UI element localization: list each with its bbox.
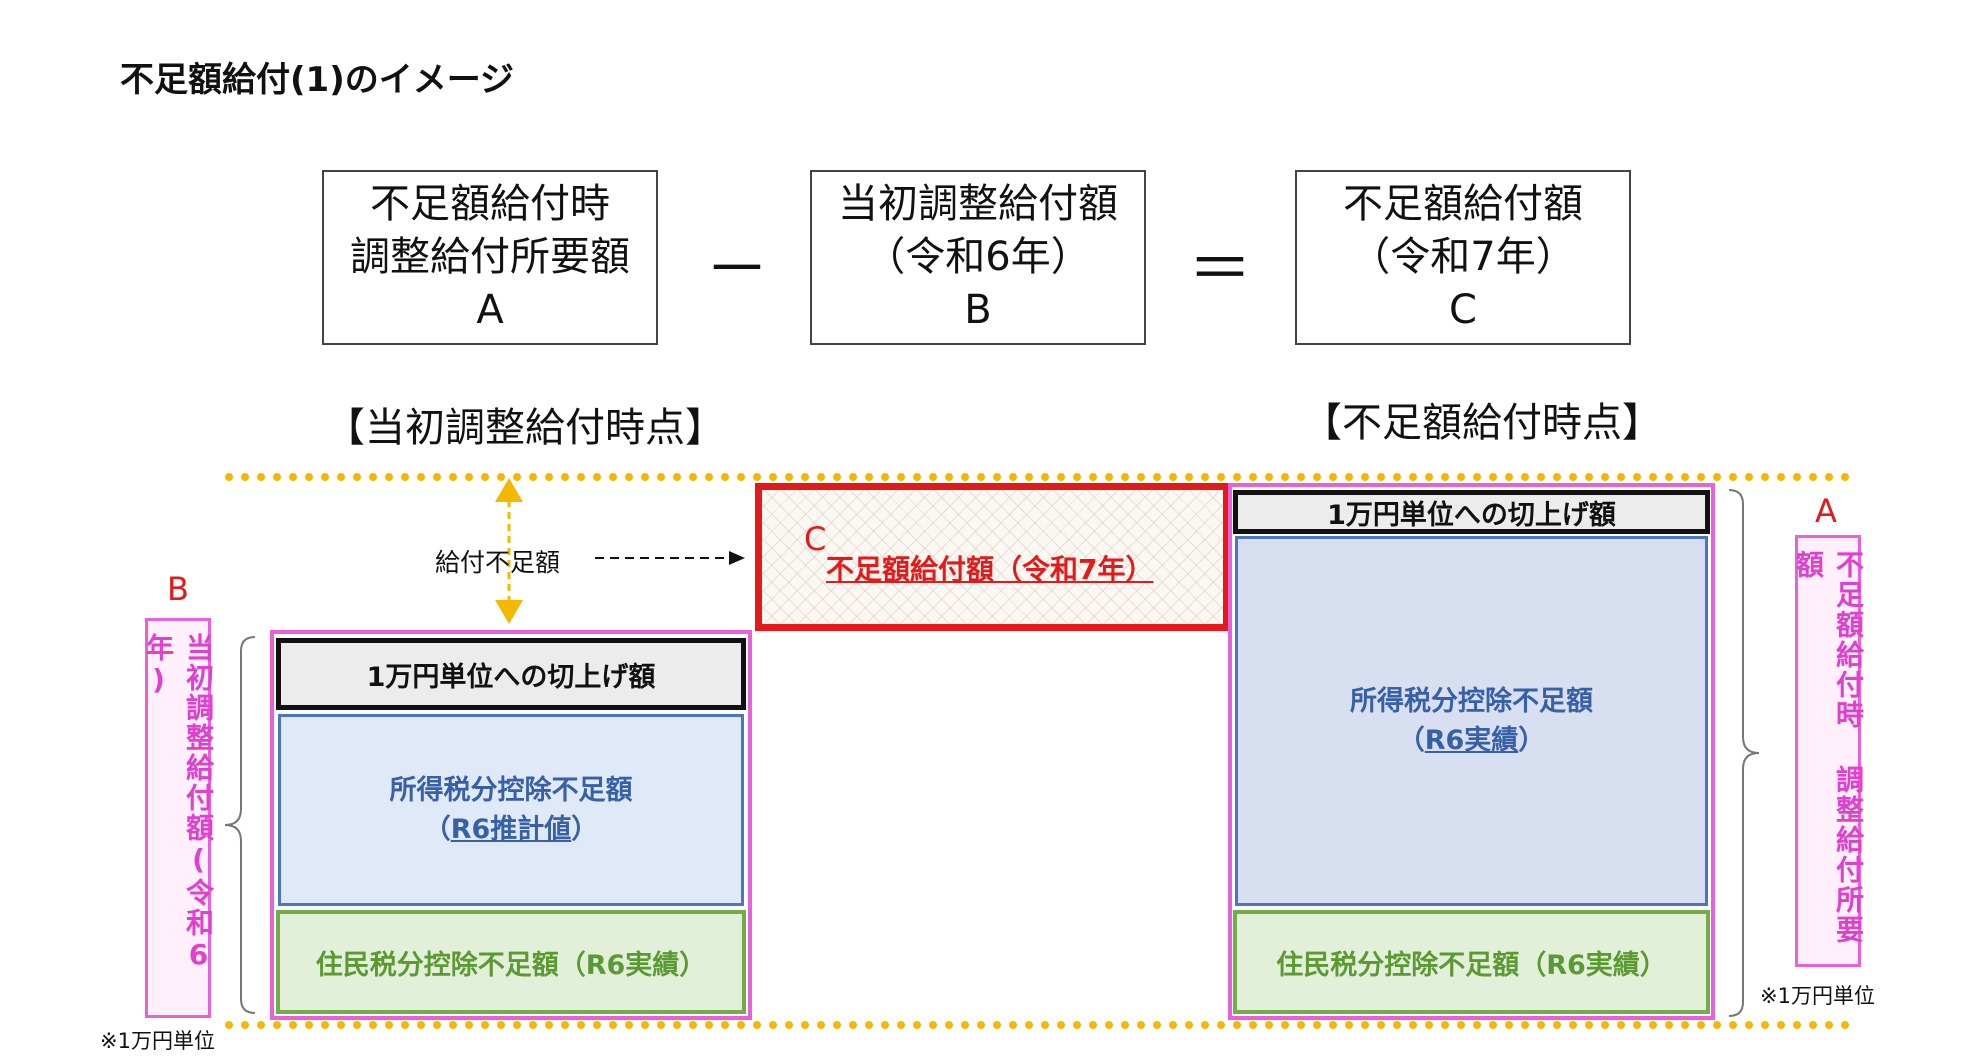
bottom-dotted-line: [225, 1021, 1850, 1029]
left-income-tax-estimate: R6推計値: [450, 814, 572, 845]
right-side-label-text: 不足額給付時 調整給付所要額: [1792, 550, 1865, 945]
formula-box-c: 不足額給付額 （令和7年） C: [1295, 170, 1631, 345]
left-side-label-text: 当初調整給付額(令和6年): [142, 633, 215, 973]
page-title: 不足額給付(1)のイメージ: [120, 60, 515, 100]
left-income-tax-line1: 所得税分控除不足額: [389, 774, 633, 806]
caption-shortage-time: 【不足額給付時点】: [1302, 400, 1662, 446]
equals-sign: ＝: [1188, 233, 1252, 307]
shortage-label: 給付不足額: [435, 548, 561, 577]
right-income-tax-box: 所得税分控除不足額 （R6実績）: [1235, 536, 1708, 906]
top-dotted-line: [225, 473, 1850, 481]
left-income-tax-paren-open: （: [423, 814, 451, 845]
formula-box-a-letter: A: [476, 286, 504, 333]
right-stack-outline: [1228, 483, 1715, 1020]
left-side-label: 当初調整給付額(令和6年): [142, 618, 215, 1018]
right-income-tax-paren-close: ）: [1518, 725, 1546, 756]
right-income-tax-line2: （R6実績）: [1398, 721, 1546, 760]
shortage-benefit-box: C 不足額給付額（令和7年）: [755, 483, 1230, 631]
shortage-benefit-label: 不足額給付額（令和7年）: [826, 553, 1154, 586]
right-income-tax-line1: 所得税分控除不足額: [1350, 685, 1593, 717]
left-unit-note: ※1万円単位: [100, 1029, 215, 1053]
formula-box-c-letter: C: [1449, 286, 1477, 333]
right-income-tax-paren-open: （: [1397, 725, 1425, 756]
formula-box-c-line1: 不足額給付額: [1343, 181, 1583, 228]
right-roundup-header: 1万円単位への切上げ額: [1233, 490, 1710, 534]
dashed-arrow-right-icon: [595, 551, 745, 565]
formula-box-b-line1: 当初調整給付額: [838, 181, 1118, 228]
left-brace-icon: [224, 636, 256, 1014]
formula-box-c-line2: （令和7年）: [1350, 234, 1576, 281]
shortage-benefit-letter: C: [804, 520, 827, 558]
formula-box-a-line2: 調整給付所要額: [350, 234, 630, 281]
right-resident-tax-box: 住民税分控除不足額（R6実績）: [1233, 910, 1710, 1014]
left-stack-outline: [270, 630, 752, 1020]
formula-box-b-letter: B: [964, 286, 992, 333]
formula-box-b-line2: （令和6年）: [865, 234, 1091, 281]
right-brace-icon: [1728, 489, 1760, 1017]
formula-box-b: 当初調整給付額 （令和6年） B: [810, 170, 1146, 345]
right-income-tax-actual: R6実績: [1424, 725, 1519, 756]
shortage-double-arrow-icon: [495, 478, 523, 624]
left-side-letter: B: [167, 570, 189, 608]
left-resident-tax-box: 住民税分控除不足額（R6実績）: [276, 910, 746, 1014]
formula-box-a-line1: 不足額給付時: [370, 181, 610, 228]
caption-initial-time: 【当初調整給付時点】: [325, 405, 725, 451]
formula-box-a: 不足額給付時 調整給付所要額 A: [322, 170, 658, 345]
left-income-tax-box: 所得税分控除不足額 （R6推計値）: [278, 714, 744, 906]
right-side-label: 不足額給付時 調整給付所要額: [1792, 535, 1865, 967]
left-roundup-header: 1万円単位への切上げ額: [276, 638, 746, 710]
left-income-tax-paren-close: ）: [571, 814, 599, 845]
right-side-letter: A: [1815, 492, 1837, 530]
minus-sign: －: [705, 233, 769, 307]
right-unit-note: ※1万円単位: [1760, 984, 1875, 1008]
left-income-tax-line2: （R6推計値）: [424, 810, 599, 849]
